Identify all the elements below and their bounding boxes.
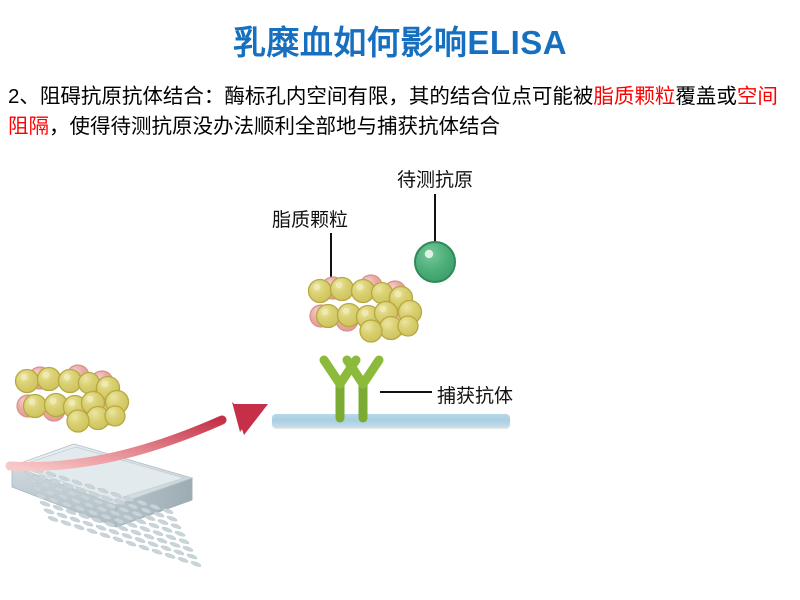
well-surface-strip bbox=[272, 414, 510, 428]
label-capture-antibody: 捕获抗体 bbox=[437, 386, 514, 407]
text-segment-highlight-steric: 空间阻隔 bbox=[8, 85, 778, 138]
page-title: 乳糜血如何影响ELISA bbox=[232, 24, 568, 61]
capture-antibody-left[interactable] bbox=[324, 360, 356, 418]
text-segment-1: 2、阻碍抗原抗体结合：酶标孔内空间有限，其的结合位点可能被 bbox=[8, 85, 594, 108]
lipid-cluster-blocking[interactable] bbox=[307, 274, 423, 343]
lipid-cluster-free[interactable] bbox=[14, 364, 130, 433]
leader-line-capture-antibody bbox=[380, 391, 432, 393]
flow-arrow bbox=[5, 402, 268, 472]
leader-line-lipid bbox=[330, 233, 332, 282]
capture-antibody-right[interactable] bbox=[347, 360, 379, 418]
text-segment-highlight-lipid: 脂质颗粒 bbox=[593, 85, 676, 108]
text-segment-3: 覆盖或 bbox=[675, 85, 737, 108]
label-lipid-particle: 脂质颗粒 bbox=[272, 210, 349, 231]
microplate-96-well[interactable] bbox=[10, 443, 202, 568]
label-analyte-antigen: 待测抗原 bbox=[397, 170, 474, 191]
text-segment-5: ，使得待测抗原没办法顺利全部地与捕获抗体结合 bbox=[49, 115, 500, 138]
leader-line-antigen bbox=[434, 194, 436, 251]
body-paragraph: 2、阻碍抗原抗体结合：酶标孔内空间有限，其的结合位点可能被脂质颗粒覆盖或空间阻隔… bbox=[8, 82, 798, 142]
